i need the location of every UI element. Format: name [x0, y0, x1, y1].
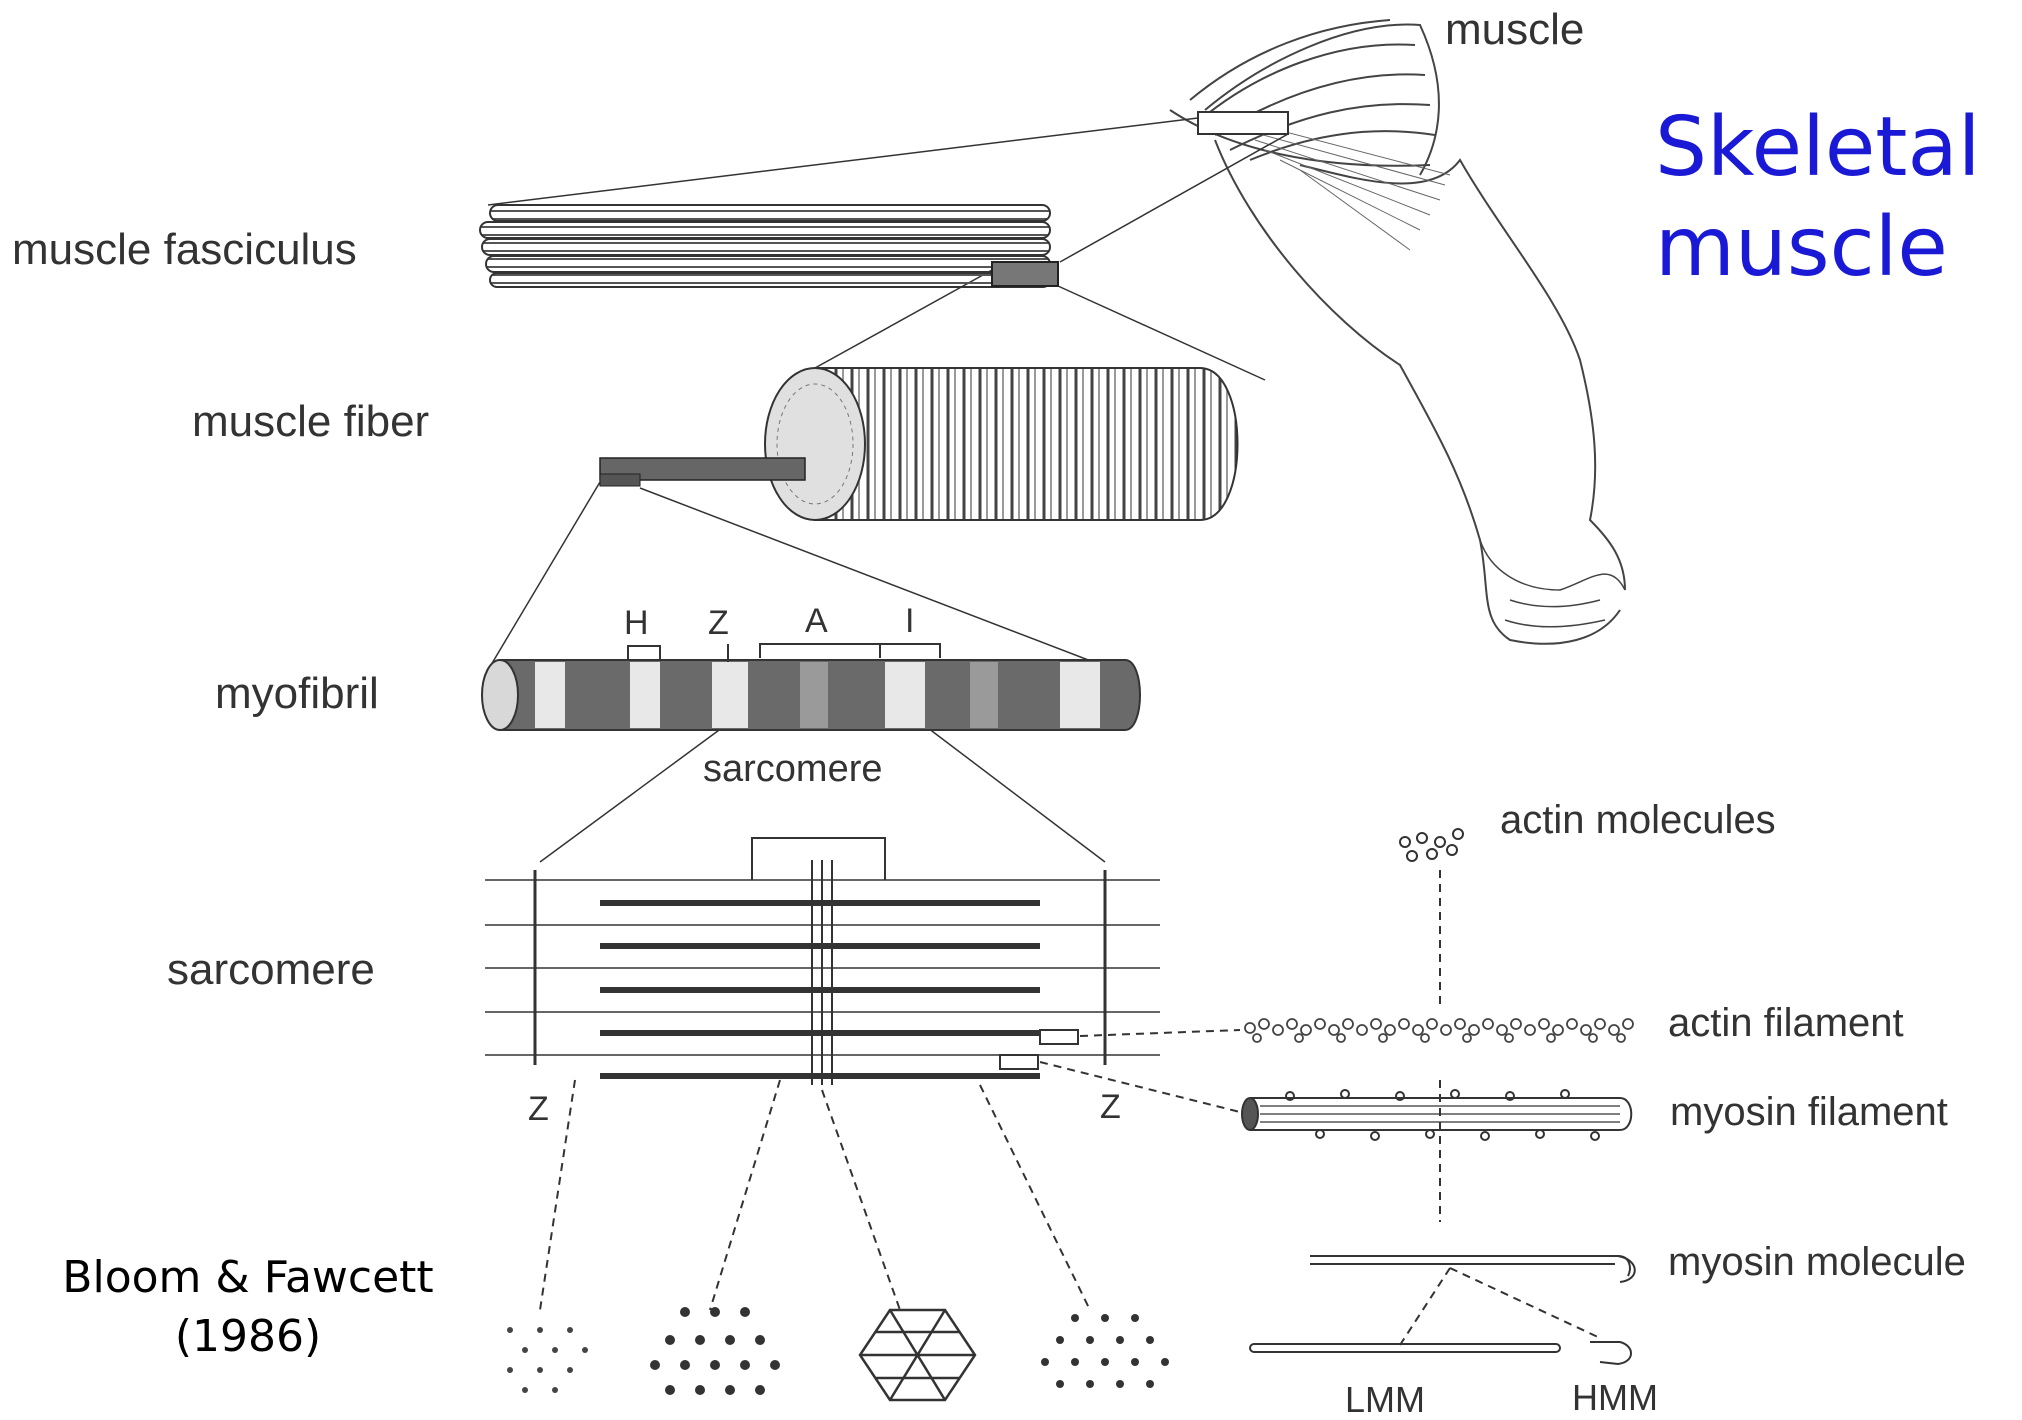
fasciculus-bundle	[480, 205, 1058, 287]
myosin-filament-drawing	[1242, 1090, 1631, 1140]
label-actin-molecules: actin molecules	[1500, 800, 1776, 840]
band-i-label: I	[905, 604, 914, 638]
actin-filament-drawing	[1245, 1019, 1633, 1042]
page-title: Skeletal muscle	[1655, 98, 1980, 298]
label-actin-filament: actin filament	[1668, 1003, 1904, 1043]
citation: Bloom & Fawcett (1986)	[38, 1248, 458, 1367]
actin-molecules-drawing	[1400, 829, 1463, 861]
label-myosin-molecule: myosin molecule	[1668, 1242, 1966, 1282]
label-muscle-fiber: muscle fiber	[192, 400, 429, 444]
lmm-hmm-drawing	[1250, 1342, 1631, 1364]
band-h-label: H	[624, 606, 649, 640]
label-hmm: HMM	[1572, 1380, 1658, 1416]
arm-muscle-lines	[1240, 120, 1450, 250]
band-a-label: A	[805, 604, 828, 638]
label-lmm: LMM	[1345, 1382, 1425, 1418]
band-z-left-label: Z	[528, 1092, 549, 1126]
label-sarcomere-left: sarcomere	[167, 948, 375, 992]
cross-section-dots-sparse	[507, 1327, 588, 1393]
label-muscle-fasciculus: muscle fasciculus	[12, 228, 357, 272]
muscle-fiber-cylinder	[600, 368, 1238, 520]
label-myosin-filament: myosin filament	[1670, 1092, 1948, 1132]
label-sarcomere-mid: sarcomere	[703, 750, 883, 788]
title-line-2: muscle	[1655, 198, 1980, 298]
dashed-connectors	[540, 870, 1600, 1345]
cross-section-dots-mixed	[1041, 1314, 1169, 1388]
label-myofibril: myofibril	[215, 672, 379, 716]
band-z-right-label: Z	[1100, 1090, 1121, 1124]
myofibril-cylinder	[482, 660, 1140, 730]
sarcomere-drawing	[485, 838, 1160, 1085]
title-line-1: Skeletal	[1655, 98, 1980, 198]
myosin-molecule-drawing	[1310, 1256, 1635, 1282]
citation-line-2: (1986)	[38, 1307, 458, 1366]
muscle-callout-box	[1198, 112, 1288, 134]
citation-line-1: Bloom & Fawcett	[38, 1248, 458, 1307]
label-muscle: muscle	[1445, 8, 1584, 52]
band-z-label: Z	[708, 606, 729, 640]
cross-section-dots-thick	[650, 1307, 780, 1395]
cross-section-lattice	[860, 1310, 975, 1400]
